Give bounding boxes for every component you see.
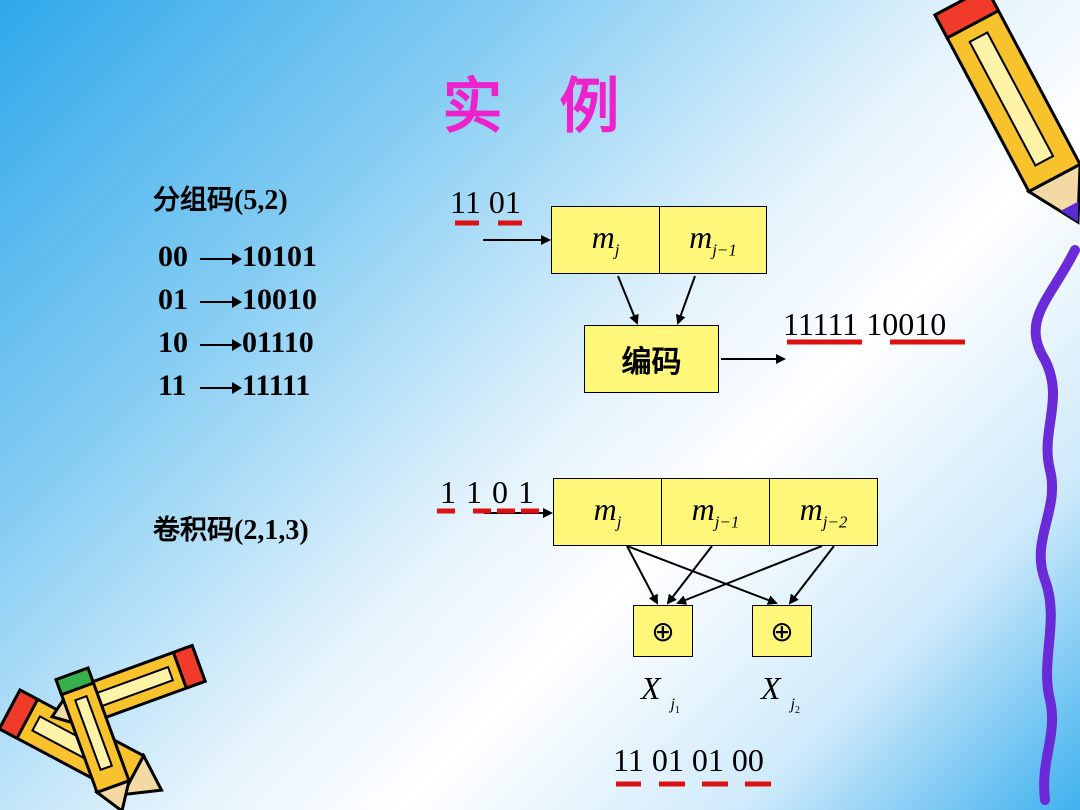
- block-code-params: (5,2): [234, 185, 288, 216]
- arrow-reg-to-encoder-1: [617, 275, 639, 325]
- output-symbol: X: [761, 670, 781, 706]
- block-input-sequence: 11 01: [450, 184, 521, 220]
- register-symbol: m: [591, 219, 615, 256]
- mapping-output: 01110: [242, 326, 314, 359]
- block-code-name: 分组码: [153, 185, 234, 216]
- pencil-icon-bottom-left-2: [49, 643, 208, 728]
- output-sub-subscript: 2: [795, 705, 800, 716]
- mapping-input: 01: [158, 283, 188, 316]
- block-register-cell: mj: [551, 206, 660, 274]
- slide-title: 实 例: [442, 72, 638, 142]
- arrow-mj-to-xor2: [626, 545, 778, 605]
- arrow-mj1-to-xor1: [666, 545, 713, 605]
- pencil-icon-top-right: [932, 0, 1080, 225]
- red-underlines: [437, 220, 965, 787]
- mapping-output: 11111: [242, 369, 311, 402]
- conv-code-name: 卷积码: [153, 515, 234, 546]
- arrow-mj2-to-xor1: [676, 545, 823, 605]
- wavy-line-decoration: [1030, 245, 1080, 805]
- mapping-input: 11: [158, 369, 187, 402]
- mapping-output: 10010: [242, 283, 317, 316]
- block-output-sequence: 11111 10010: [783, 306, 947, 342]
- register-symbol: m: [593, 491, 617, 528]
- arrow-icon: [200, 339, 242, 352]
- arrow-mj2-to-xor2: [788, 545, 835, 605]
- xor-icon: ⊕: [770, 614, 794, 648]
- mapping-row: 10 01110: [158, 326, 314, 360]
- encoder-label: 编码: [621, 345, 682, 380]
- mapping-input: 00: [158, 240, 188, 273]
- conv-code-label: 卷积码(2,1,3): [153, 508, 309, 547]
- output-subscript: j: [790, 696, 795, 713]
- register-symbol: m: [691, 491, 715, 528]
- xor-box-2: ⊕: [752, 605, 812, 657]
- block-register-cell: mj−1: [659, 206, 767, 274]
- register-subscript: j−2: [822, 512, 848, 532]
- register-subscript: j−1: [714, 512, 740, 532]
- register-subscript: j: [614, 240, 620, 260]
- conv-register-cell: mj: [553, 478, 662, 546]
- output-symbol: X: [641, 670, 661, 706]
- mapping-output: 10101: [242, 240, 317, 273]
- output-sub-subscript: 1: [675, 705, 680, 716]
- arrow-icon: [200, 382, 242, 395]
- arrow-mj-to-xor1: [626, 545, 658, 605]
- arrow-icon: [200, 296, 242, 309]
- encoder-box: 编码: [584, 325, 719, 393]
- mapping-row: 00 10101: [158, 240, 317, 274]
- register-subscript: j: [616, 512, 622, 532]
- arrow-reg-to-encoder-2: [676, 275, 696, 325]
- block-code-label: 分组码(5,2): [153, 178, 288, 217]
- xor-icon: ⊕: [651, 614, 675, 648]
- pencil-icon-bottom-left-3: [54, 666, 132, 810]
- register-subscript: j−1: [712, 240, 737, 260]
- register-symbol: m: [799, 491, 823, 528]
- conv-register-cell: mj−2: [769, 478, 878, 546]
- output-subscript: j: [670, 696, 675, 713]
- conv-input-sequence: 1 1 0 1: [440, 474, 535, 510]
- arrow-icon: [200, 253, 242, 266]
- mapping-row: 01 10010: [158, 283, 317, 317]
- conv-code-params: (2,1,3): [234, 515, 309, 546]
- register-symbol: m: [689, 219, 713, 256]
- conv-output-sequence: 11 01 01 00: [613, 742, 764, 778]
- xor-box-1: ⊕: [633, 605, 693, 657]
- mapping-input: 10: [158, 326, 188, 359]
